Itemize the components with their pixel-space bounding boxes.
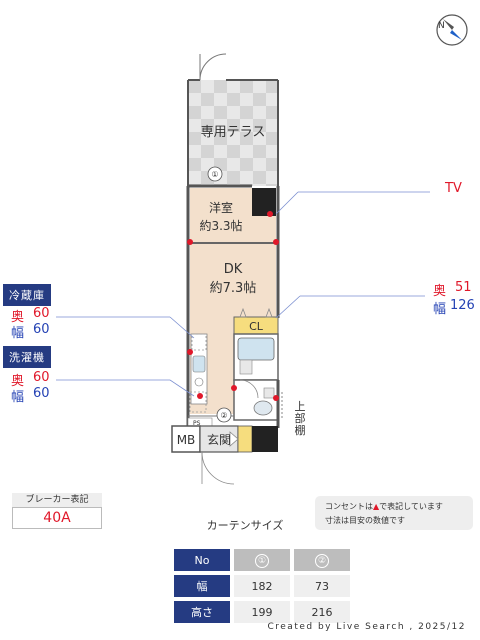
note-line-2: 寸法は目安の数値です — [325, 516, 405, 525]
compass-icon: N — [436, 14, 468, 46]
entrance-label: 玄関 — [207, 432, 231, 447]
outlet-markers — [187, 211, 279, 401]
cl-depth-value: 51 — [455, 280, 472, 295]
fridge-width-label: 幅 — [11, 326, 25, 341]
cl-depth-label: 奥 — [433, 284, 447, 299]
curtain-row-height-2: 216 — [294, 601, 350, 623]
note-box: コンセントは▲で表記しています 寸法は目安の数値です — [315, 496, 473, 530]
upper-shelf-label-3: 棚 — [295, 423, 306, 437]
mb-label: MB — [177, 433, 196, 447]
bathtub — [237, 337, 275, 361]
note-line-1-post: で表記しています — [379, 502, 443, 511]
curtain-title: カーテンサイズ — [206, 519, 284, 532]
washer-depth-value: 60 — [33, 370, 50, 385]
curtain-header-1-label: ① — [255, 553, 269, 568]
washer-tag: 洗濯機 — [3, 346, 51, 368]
washroom — [233, 379, 279, 421]
window-2-label: ② — [220, 411, 227, 420]
note-line-1: コンセントは▲で表記しています — [325, 500, 463, 514]
washer-width-label: 幅 — [11, 390, 25, 405]
table-row: 幅 182 73 — [174, 575, 350, 597]
western-room-label: 洋室 — [209, 200, 233, 215]
tv-leader-line — [275, 191, 299, 215]
sink — [192, 355, 206, 373]
curtain-row-width-1: 182 — [234, 575, 290, 597]
western-room-size: 約3.3帖 — [199, 218, 242, 233]
closet-label: CL — [249, 320, 264, 333]
window-1-label: ① — [211, 170, 218, 179]
terrace-label: 専用テラス — [201, 125, 266, 140]
cl-width-label: 幅 — [433, 302, 447, 317]
table-row: 高さ 199 216 — [174, 601, 350, 623]
outlet-legend-icon: ▲ — [373, 502, 380, 511]
cl-leader-line — [275, 295, 301, 319]
dk-size: 約7.3帖 — [210, 281, 257, 296]
breaker-value: 40A — [12, 507, 102, 529]
dk-label: DK — [224, 262, 243, 277]
fridge-width-value: 60 — [33, 322, 50, 337]
fridge-depth-label: 奥 — [11, 310, 25, 325]
credit-text: Created by Live Search , 2025/12 — [267, 622, 466, 632]
terrace-area — [188, 80, 278, 186]
fridge-depth-value: 60 — [33, 306, 50, 321]
washer-width-value: 60 — [33, 386, 50, 401]
fridge-space — [191, 333, 207, 351]
toilet — [253, 400, 273, 416]
curtain-header-1: ① — [234, 549, 290, 571]
washer-space — [189, 391, 207, 413]
curtain-row-width-label: 幅 — [174, 575, 230, 597]
curtain-table: No ① ② 幅 182 73 高さ 199 216 — [170, 545, 354, 627]
note-line-1-pre: コンセントは — [325, 502, 373, 511]
washer-depth-label: 奥 — [11, 374, 25, 389]
curtain-row-height-label: 高さ — [174, 601, 230, 623]
curtain-row-width-2: 73 — [294, 575, 350, 597]
curtain-header-2-label: ② — [315, 553, 329, 568]
floor-plan: PS ② ① 専用テラス 洋室 約3.3帖 DK 約7.3帖 CL MB 玄関 … — [56, 53, 430, 485]
breaker-label: ブレーカー表記 — [12, 493, 102, 507]
tv-label: TV — [445, 181, 462, 196]
table-row: No ① ② — [174, 549, 350, 571]
upper-shelf-label-2: 部 — [295, 411, 306, 425]
western-room — [190, 188, 252, 242]
curtain-header-2: ② — [294, 549, 350, 571]
curtain-row-height-1: 199 — [234, 601, 290, 623]
upper-shelf-label-1: 上 — [295, 400, 306, 413]
ps-label: PS — [193, 420, 201, 427]
fridge-tag: 冷蔵庫 — [3, 284, 51, 306]
compass-north-label: N — [438, 21, 445, 31]
curtain-header-no: No — [174, 549, 230, 571]
cl-width-value: 126 — [450, 298, 475, 313]
column — [252, 188, 276, 216]
